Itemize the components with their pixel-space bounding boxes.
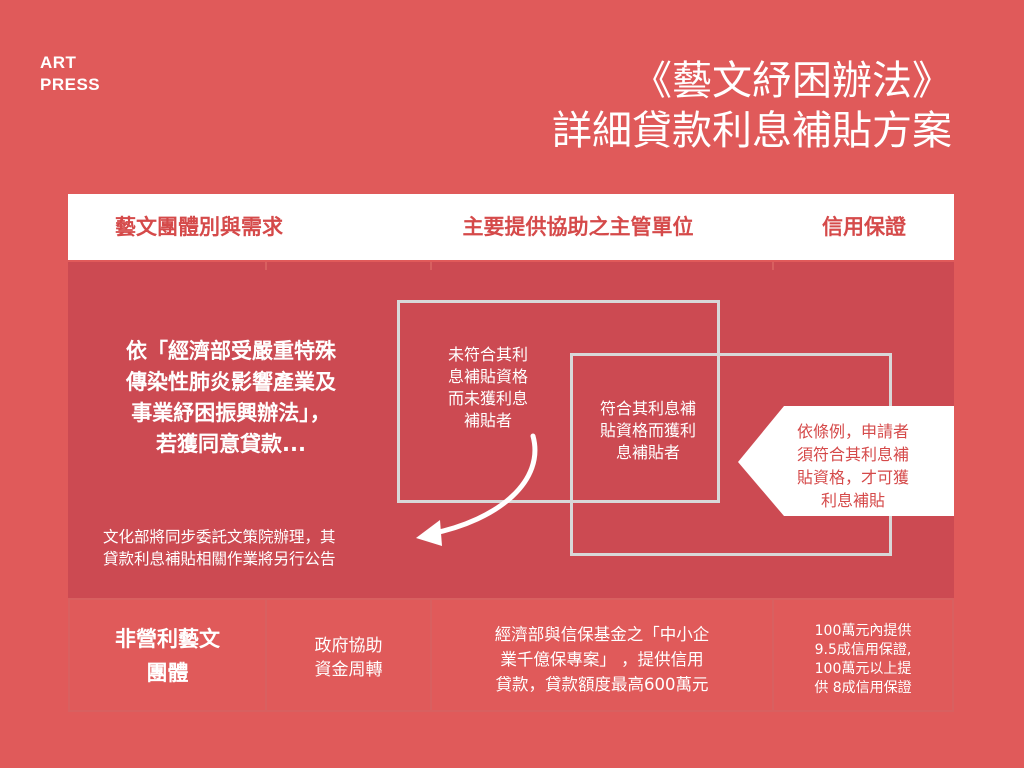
box-eligible-text: 符合其利息補 貼資格而獲利 息補貼者 bbox=[578, 398, 718, 464]
header-col-credit: 信用保證 bbox=[822, 215, 906, 239]
header-col-agency: 主要提供協助之主管單位 bbox=[462, 215, 694, 239]
callout-line2: 須符合其利息補 bbox=[796, 445, 909, 464]
arrow-head-icon bbox=[416, 520, 442, 546]
title-line2: 詳細貸款利息補貼方案 bbox=[552, 108, 952, 154]
box-not-eligible bbox=[397, 300, 720, 503]
logo-line2: PRESS bbox=[40, 75, 101, 94]
callout-line3: 貼資格，才可獲 bbox=[796, 468, 909, 487]
group-line2: 團體 bbox=[146, 661, 189, 685]
credit-line3: 100萬元以上提 bbox=[814, 661, 912, 677]
note-line1: 文化部將同步委託文策院辦理，其 bbox=[103, 528, 336, 546]
need-line2: 資金周轉 bbox=[314, 660, 383, 680]
intro-text: 依「經濟部受嚴重特殊 傳染性肺炎影響產業及 事業紓困振興辦法」， 若獲同意貸款.… bbox=[100, 336, 362, 460]
logo: ART PRESS bbox=[40, 52, 100, 96]
row-agency-cell: 經濟部與信保基金之「中小企 業千億保專案」 ，提供信用 貸款，貸款額度最高600… bbox=[432, 622, 772, 697]
box1-line1: 未符合其利 bbox=[447, 345, 528, 364]
note-line2: 貸款利息補貼相關作業將另行公告 bbox=[103, 550, 336, 568]
row-divider bbox=[68, 710, 954, 712]
credit-line1: 100萬元內提供 bbox=[814, 623, 912, 639]
grid-tick bbox=[772, 262, 774, 270]
logo-line1: ART bbox=[40, 53, 77, 72]
box2-line2: 貼資格而獲利 bbox=[599, 421, 696, 440]
col-divider bbox=[952, 598, 954, 712]
intro-line3: 事業紓困振興辦法」， bbox=[131, 401, 331, 425]
callout-shape bbox=[738, 406, 954, 516]
header-col-group: 藝文團體別與需求 bbox=[115, 215, 283, 239]
box1-line2: 息補貼資格 bbox=[447, 367, 528, 386]
col-divider bbox=[430, 598, 432, 712]
callout-line4: 利息補貼 bbox=[820, 491, 885, 510]
box1-line3: 而未獲利息 bbox=[447, 389, 528, 408]
need-line1: 政府協助 bbox=[314, 636, 383, 656]
box-not-eligible-text: 未符合其利 息補貼資格 而未獲利息 補貼者 bbox=[418, 344, 558, 432]
box1-line4: 補貼者 bbox=[463, 411, 512, 430]
curved-arrow-icon bbox=[427, 433, 538, 537]
box2-line3: 息補貼者 bbox=[615, 443, 680, 462]
intro-line4: 若獲同意貸款... bbox=[156, 432, 306, 456]
callout-text: 依條例，申請者 須符合其利息補 貼資格，才可獲 利息補貼 bbox=[760, 420, 946, 512]
box2-line1: 符合其利息補 bbox=[599, 399, 696, 418]
credit-line4: 供 8成信用保證 bbox=[814, 680, 912, 696]
col-divider bbox=[772, 598, 774, 712]
agency-line2: 業千億保專案」 ，提供信用 bbox=[500, 650, 704, 669]
agency-line3: 貸款，貸款額度最高600萬元 bbox=[495, 675, 709, 694]
grid-tick bbox=[430, 262, 432, 270]
col-divider bbox=[68, 598, 70, 712]
row-divider bbox=[68, 598, 954, 600]
row-credit-cell: 100萬元內提供 9.5成信用保證, 100萬元以上提 供 8成信用保證 bbox=[774, 622, 952, 698]
row-group-cell: 非營利藝文 團體 bbox=[70, 622, 265, 690]
title-line1: 《藝文紓困辦法》 bbox=[632, 58, 952, 104]
intro-line1: 依「經濟部受嚴重特殊 bbox=[126, 339, 336, 363]
row-need-cell: 政府協助 資金周轉 bbox=[267, 634, 430, 682]
group-line1: 非營利藝文 bbox=[115, 627, 220, 651]
col-divider bbox=[265, 598, 267, 712]
credit-line2: 9.5成信用保證, bbox=[814, 642, 912, 658]
table-header: 藝文團體別與需求 主要提供協助之主管單位 信用保證 bbox=[68, 194, 954, 260]
grid-tick bbox=[265, 262, 267, 270]
callout-line1: 依條例，申請者 bbox=[796, 422, 909, 441]
intro-line2: 傳染性肺炎影響產業及 bbox=[126, 370, 336, 394]
note-text: 文化部將同步委託文策院辦理，其 貸款利息補貼相關作業將另行公告 bbox=[103, 526, 336, 570]
agency-line1: 經濟部與信保基金之「中小企 bbox=[494, 625, 710, 644]
page-title: 《藝文紓困辦法》 詳細貸款利息補貼方案 bbox=[552, 56, 952, 156]
